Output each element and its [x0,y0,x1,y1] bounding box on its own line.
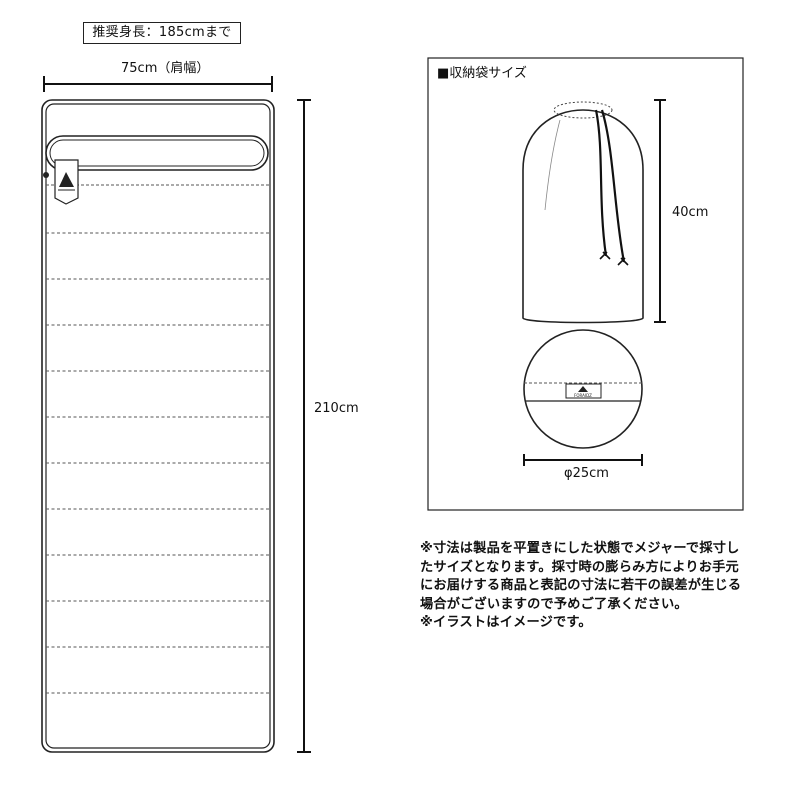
recommended-height-tag: 推奨身長：185cmまで [83,22,241,44]
width-label: 75cm（肩幅） [121,61,210,76]
size-notes: ※寸法は製品を平置きにした状態でメジャーで採寸したサイズとなります。採寸時の膨ら… [420,540,750,633]
bag-logo-tag [43,159,79,205]
hood-opening [45,135,269,171]
storage-logo-text: FORAIDZ [574,393,592,398]
diameter-dimension-line [523,454,643,466]
width-dimension-line [43,76,273,92]
sleeping-bag [41,99,275,753]
length-label: 210cm [314,401,359,416]
storage-height-label: 40cm [672,205,709,220]
length-dimension-line [297,99,311,753]
storage-bag-title: ■収納袋サイズ [437,66,527,81]
storage-bag-side-view [522,101,644,324]
storage-height-dimension-line [654,99,666,323]
storage-bag-top-view: FORAIDZ [523,329,643,449]
note-illustration: ※イラストはイメージです。 [420,615,592,631]
quilting-lines [46,232,270,694]
storage-diameter-label: φ25cm [564,466,609,481]
note-measurement: ※寸法は製品を平置きにした状態でメジャーで採寸したサイズとなります。採寸時の膨ら… [420,541,742,612]
